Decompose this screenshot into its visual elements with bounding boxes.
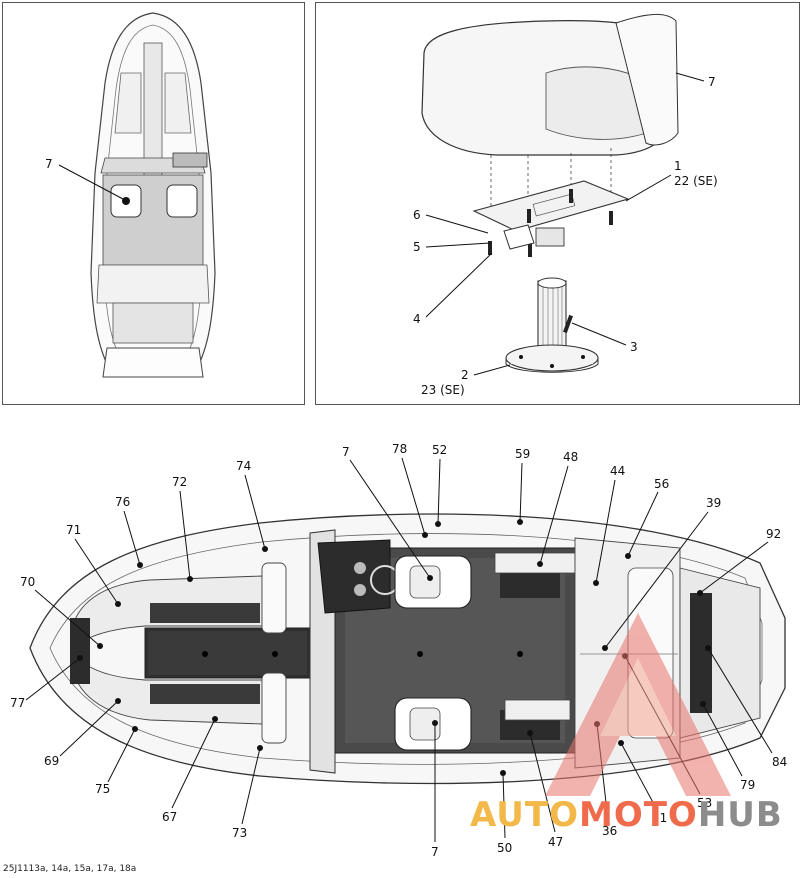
main-callout-51: 51 (652, 811, 667, 825)
main-callout-7-bottom: 7 (431, 845, 439, 859)
main-callout-75: 75 (95, 782, 110, 796)
seat-callout-2: 2 (461, 368, 469, 382)
watermark-logo (545, 613, 731, 796)
seat-callout-22se: 22 (SE) (674, 174, 718, 188)
watermark-part-moto: MOTO (578, 795, 698, 835)
main-callout-52: 52 (432, 443, 447, 457)
main-callout-56: 56 (654, 477, 669, 491)
main-callout-71: 71 (66, 523, 81, 537)
main-callout-48: 48 (563, 450, 578, 464)
mounting-plate (472, 180, 630, 232)
watermark-part-hub: HUB (697, 795, 783, 835)
seat-callout-1: 1 (674, 159, 682, 173)
main-callout-69: 69 (44, 754, 59, 768)
watermark-part-auto: AUTO (470, 795, 579, 835)
source-reference: 25J1113a, 14a, 15a, 17a, 18a (3, 864, 137, 874)
seat-callout-3: 3 (630, 340, 638, 354)
seat-callout-5: 5 (413, 240, 421, 254)
main-callout-47: 47 (548, 835, 563, 849)
main-callout-78: 78 (392, 442, 407, 456)
main-callout-92: 92 (766, 527, 781, 541)
overview-drawing: 7 (45, 12, 216, 378)
seat-detail-drawing: 7 1 22 (SE) 6 5 4 3 2 23 (SE) (413, 13, 718, 397)
watermark-text: AUTOMOTOHUB (470, 795, 783, 835)
main-callout-50: 50 (497, 841, 512, 855)
main-callout-67: 67 (162, 810, 177, 824)
main-callout-72: 72 (172, 475, 187, 489)
seat-callout-23se: 23 (SE) (421, 383, 465, 397)
main-callout-36: 36 (602, 824, 617, 838)
main-callout-73: 73 (232, 826, 247, 840)
main-callout-74: 74 (236, 459, 251, 473)
overview-callout-7: 7 (45, 157, 53, 171)
main-callout-77: 77 (10, 696, 25, 710)
main-callout-44: 44 (610, 464, 625, 478)
main-callout-59: 59 (515, 447, 530, 461)
main-callout-76: 76 (115, 495, 130, 509)
main-callout-7-top: 7 (342, 445, 350, 459)
main-callout-39: 39 (706, 496, 721, 510)
main-callout-84: 84 (772, 755, 787, 769)
main-callout-70: 70 (20, 575, 35, 589)
overview-panel: 7 (2, 2, 305, 405)
seat-callout-7: 7 (708, 75, 716, 89)
main-callout-53: 53 (697, 796, 712, 810)
seat-callout-4: 4 (413, 312, 421, 326)
main-callout-79: 79 (740, 778, 755, 792)
seat-detail-panel: 7 1 22 (SE) 6 5 4 3 2 23 (SE) (315, 2, 800, 405)
main-view-drawing: 7 78 52 59 48 44 56 39 92 74 72 76 71 70… (10, 442, 787, 859)
main-view-panel: 7 78 52 59 48 44 56 39 92 74 72 76 71 70… (0, 418, 800, 862)
seat-callout-6: 6 (413, 208, 421, 222)
